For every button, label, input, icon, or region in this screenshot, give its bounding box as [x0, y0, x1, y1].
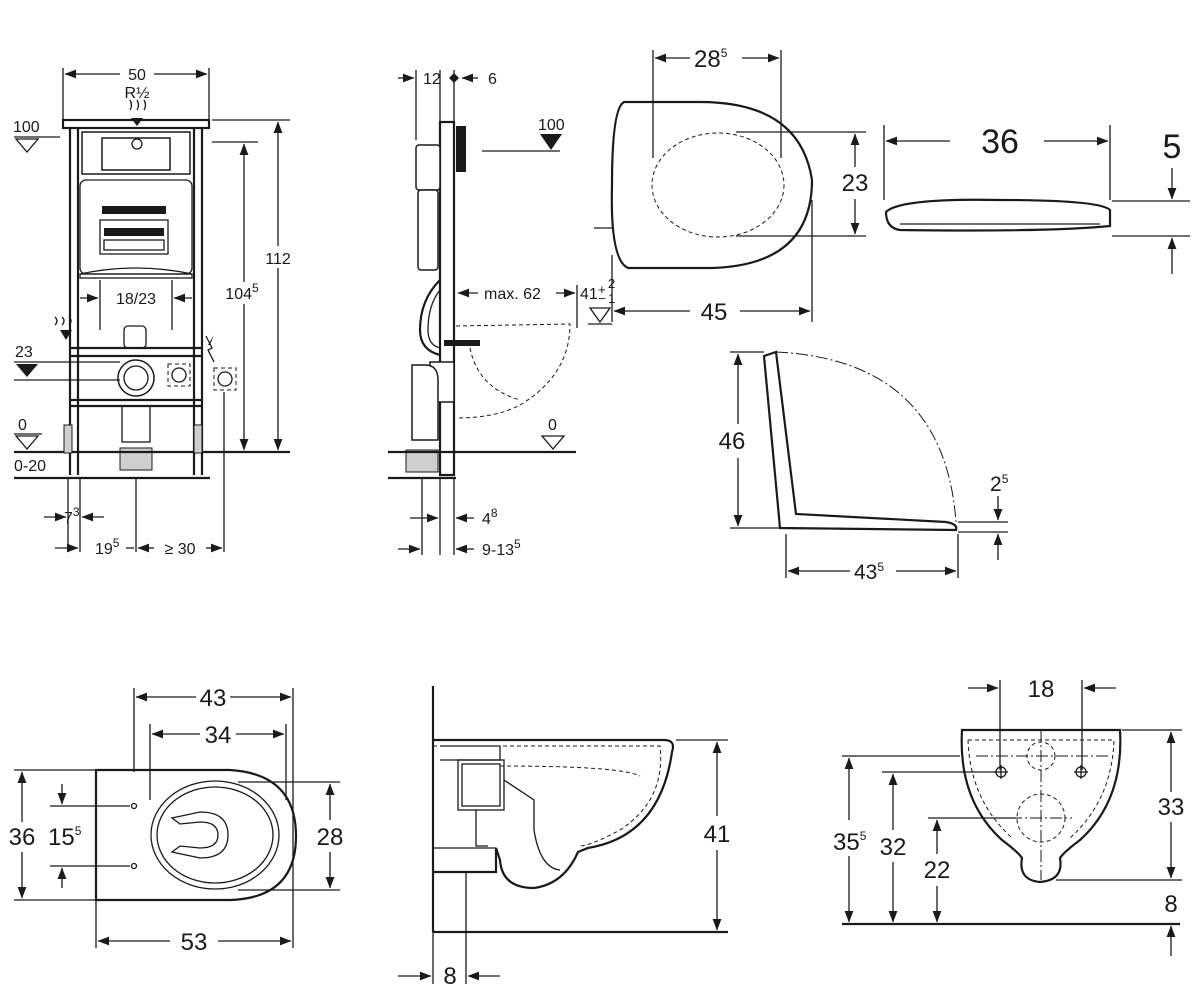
dim-open-length: 435: [854, 560, 884, 584]
dim-back-33: 33: [1158, 794, 1185, 821]
dim-inlet-spacing: 18/23: [116, 291, 156, 308]
level-23: 23: [15, 344, 33, 361]
dim-height-112: 112: [265, 251, 291, 268]
dim-9-13: 9-135: [482, 537, 521, 559]
dim-side-8: 8: [443, 963, 456, 990]
dim-19: 195: [95, 536, 120, 558]
dim-seat-36: 36: [981, 123, 1019, 161]
tol-minus: −: [598, 291, 606, 306]
frame-front-view: 50 R½ 100 18/23: [13, 64, 296, 558]
frame-side-view: 12 6 100 max. 62 41 + 2 − 1 0: [388, 70, 615, 559]
dim-41: 41: [580, 286, 598, 303]
level-0: 0: [18, 417, 27, 434]
dim-back-35: 355: [833, 829, 867, 856]
dim-bowl-36: 36: [9, 824, 36, 851]
bowl-top-view: 43 34 36 155 28 53: [9, 685, 344, 956]
dim-max-62: max. 62: [484, 286, 541, 303]
dim-6: 6: [488, 71, 497, 88]
side-level-100: 100: [538, 117, 565, 134]
dim-30: ≥ 30: [164, 541, 195, 558]
dim-back-8: 8: [1164, 891, 1177, 918]
dim-back-22: 22: [924, 857, 951, 884]
dim-frame-width: 50: [128, 67, 146, 84]
dim-back-18: 18: [1028, 676, 1055, 703]
bowl-side-view: 41 8: [398, 686, 730, 990]
dim-height-104: 1045: [225, 281, 259, 303]
seat-side-view: 36 5: [883, 123, 1190, 274]
seat-open-view: 46 25 435: [719, 350, 1009, 584]
dim-hole-spacing: 155: [48, 824, 82, 851]
dim-side-41: 41: [704, 821, 731, 848]
dim-seat-45: 45: [701, 299, 728, 326]
dim-4-8: 48: [482, 506, 498, 528]
tol-plus: +: [598, 282, 606, 297]
dim-seat-width: 285: [694, 46, 728, 73]
seat-top-view: 285 23 45: [594, 46, 868, 326]
thread-label: R½: [125, 85, 150, 102]
level-100: 100: [13, 119, 40, 136]
level-0-20: 0-20: [14, 458, 46, 475]
dim-bowl-28: 28: [317, 824, 344, 851]
dim-open-thickness: 25: [990, 472, 1009, 496]
dim-open-46: 46: [719, 428, 746, 455]
bowl-back-view: 18 355 32 22 33 8: [833, 676, 1184, 956]
dim-7: 73: [64, 505, 80, 527]
dim-bowl-34: 34: [205, 722, 232, 749]
dim-bowl-43: 43: [200, 685, 227, 712]
dim-seat-23: 23: [842, 170, 869, 197]
dim-bowl-53: 53: [181, 929, 208, 956]
dim-seat-5: 5: [1163, 128, 1182, 166]
side-level-0: 0: [548, 417, 557, 434]
dim-back-32: 32: [880, 834, 907, 861]
dim-12: 12: [423, 71, 441, 88]
